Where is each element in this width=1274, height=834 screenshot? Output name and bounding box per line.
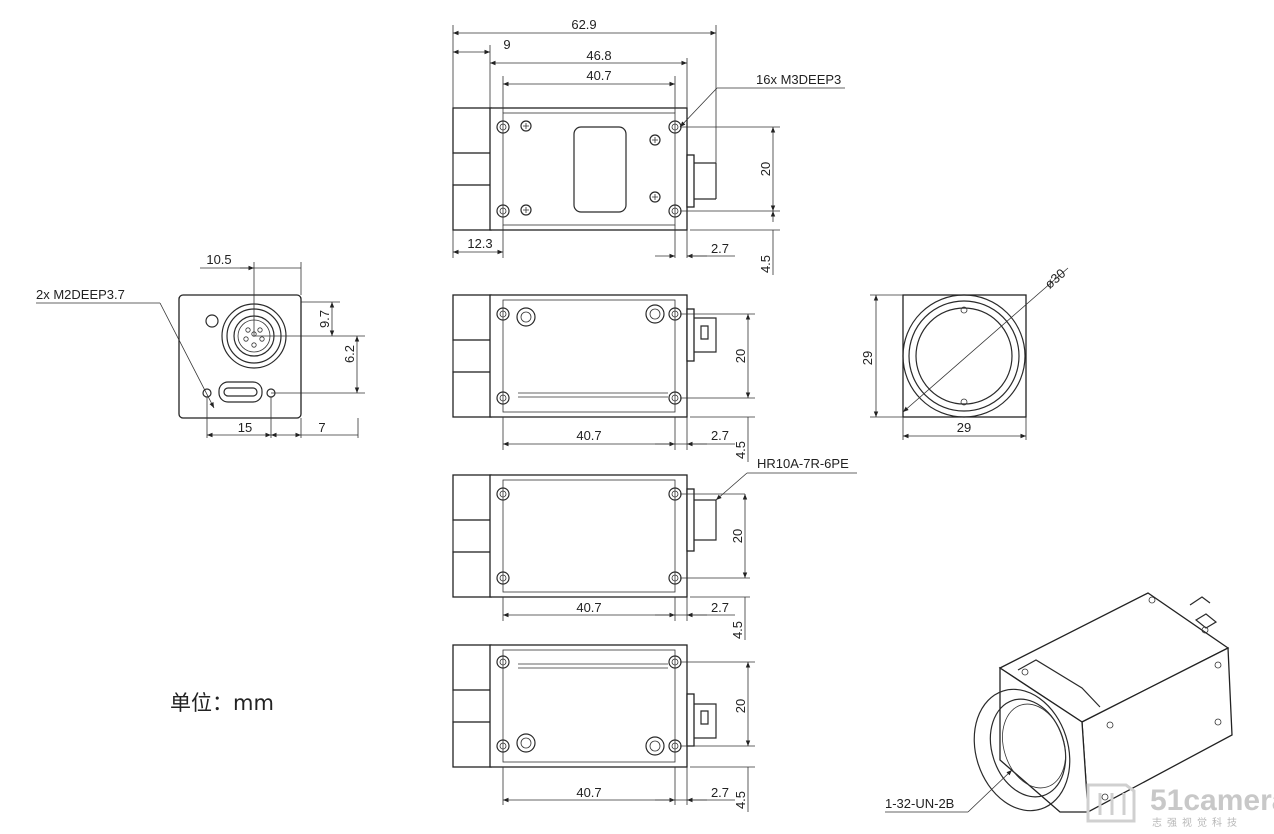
dim-vertical: 20 [730,529,745,543]
screw [649,134,661,146]
mount-hole [496,487,510,501]
mount-hole [496,204,510,218]
top-view: 62.9 9 46.8 40.7 12.3 2.7 20 4.5 16x M3D… [452,17,845,275]
dim-right: 2.7 [711,428,729,443]
watermark-brand: 51camera [1150,784,1274,817]
dim-vertical: 20 [733,699,748,713]
mount-hole [496,739,510,753]
screw [516,733,536,753]
mount-hole [496,391,510,405]
dim-left: 15 [238,420,252,435]
callout-m2: 2x M2DEEP3.7 [36,287,125,302]
dim-height: 29 [860,351,875,365]
mount-hole [496,571,510,585]
callout-m3: 16x M3DEEP3 [756,72,841,87]
units-label: 单位：mm [170,691,274,715]
screw [520,204,532,216]
dim-overall: 62.9 [571,17,596,32]
dim-vertical-small: 4.5 [733,791,748,809]
dim-vertical-small: 4.5 [733,441,748,459]
screw [645,304,665,324]
dim-width: 29 [957,420,971,435]
side-view-1: 40.7 2.7 20 4.5 [452,294,755,462]
dim-right: 7 [318,420,325,435]
front-view: ø30 29 29 [860,266,1068,440]
watermark-logo-icon [1086,783,1136,823]
dim-vertical: 20 [758,162,773,176]
usb-c-port [218,381,263,403]
dim-rear: 9 [503,37,510,52]
dim-holes: 40.7 [586,68,611,83]
dim-hole-right: 2.7 [711,241,729,256]
mount-hole [496,655,510,669]
dim-offset: 6.2 [342,345,357,363]
dim-vertical-small: 4.5 [730,621,745,639]
screw [516,307,536,327]
dim-vertical-small: 4.5 [758,255,773,273]
dim-body: 46.8 [586,48,611,63]
dim-vertical: 20 [733,349,748,363]
side-view-2: 40.7 2.7 20 4.5 HR10A-7R-6PE [452,456,857,640]
dim-height: 9.7 [317,310,332,328]
mount-hole [496,307,510,321]
screw [520,120,532,132]
dim-front: 12.3 [467,236,492,251]
screw [649,191,661,203]
dim-width: 10.5 [206,252,231,267]
dim-right: 2.7 [711,600,729,615]
dim-holes: 40.7 [576,600,601,615]
dim-holes: 40.7 [576,785,601,800]
c-mount-lens [973,688,1071,812]
callout-thread: 1-32-UN-2B [885,796,954,811]
side-view-3: 40.7 2.7 20 4.5 [452,644,755,812]
mount-hole [496,120,510,134]
screw [645,736,665,756]
iso-view: 1-32-UN-2B [885,592,1233,814]
watermark-sub: 志强视觉科技 [1152,816,1242,829]
dim-holes: 40.7 [576,428,601,443]
dim-right: 2.7 [711,785,729,800]
rear-view: 10.5 9.7 6.2 15 7 2x M2DEEP3.7 [36,252,365,438]
watermark: 51camera 志强视觉科技 [1086,783,1274,829]
callout-hr10a: HR10A-7R-6PE [757,456,849,471]
